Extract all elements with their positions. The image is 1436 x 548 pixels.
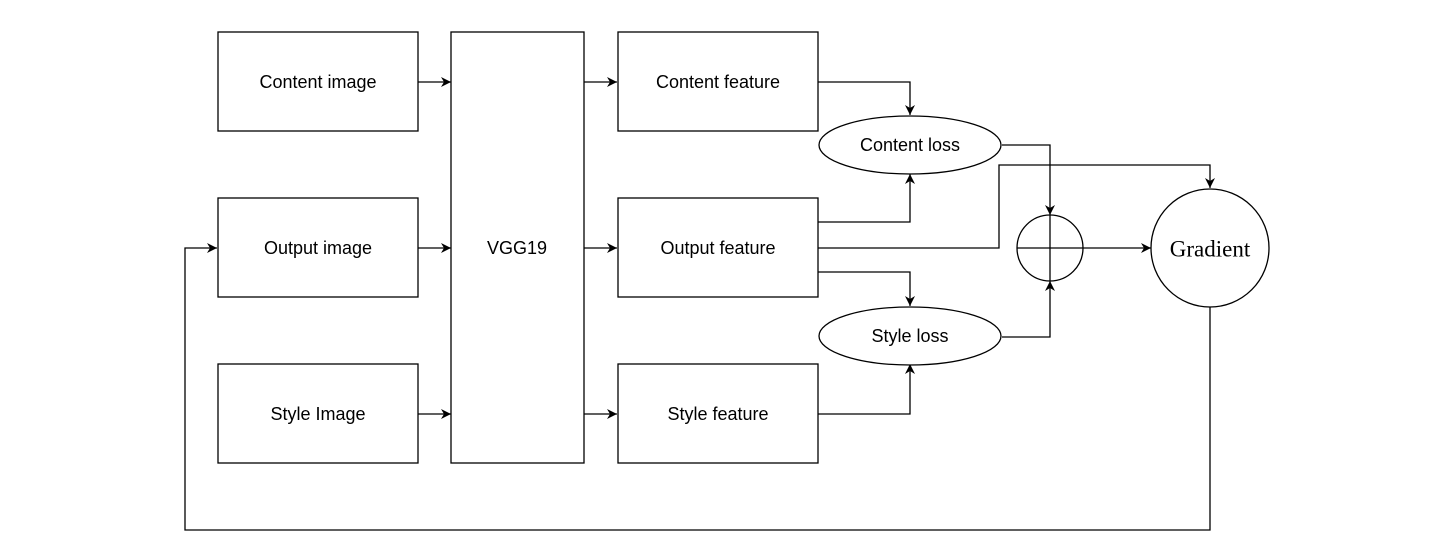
edge-style-loss-to-sum — [1002, 281, 1055, 338]
edge-style-feature-to-style-loss — [818, 364, 915, 415]
edge-output-feature-to-gradient — [818, 164, 1215, 249]
output-image-label: Output image — [264, 238, 372, 258]
gradient-label: Gradient — [1170, 237, 1251, 262]
edge-output-feature-to-style-loss — [818, 271, 915, 306]
node-output-feature: Output feature — [617, 197, 819, 298]
edges — [184, 77, 1215, 531]
node-content-loss: Content loss — [818, 115, 1002, 175]
style-feature-label: Style feature — [667, 404, 768, 424]
content-loss-label: Content loss — [860, 135, 960, 155]
content-image-label: Content image — [259, 72, 376, 92]
node-vgg19: VGG19 — [450, 31, 585, 464]
node-style-feature: Style feature — [617, 363, 819, 464]
edge-gradient-feedback-to-output-image — [184, 243, 1211, 531]
node-style-image: Style Image — [217, 363, 419, 464]
vgg19-label: VGG19 — [487, 238, 547, 258]
output-feature-label: Output feature — [660, 238, 775, 258]
style-image-label: Style Image — [270, 404, 365, 424]
sum-node — [1016, 214, 1084, 282]
edge-content-loss-to-sum — [1002, 144, 1055, 215]
node-style-loss: Style loss — [818, 306, 1002, 366]
node-gradient: Gradient — [1150, 188, 1270, 308]
content-feature-label: Content feature — [656, 72, 780, 92]
edge-output-feature-to-content-loss — [818, 174, 915, 223]
style-loss-label: Style loss — [871, 326, 948, 346]
node-output-image: Output image — [217, 197, 419, 298]
node-content-feature: Content feature — [617, 31, 819, 132]
node-content-image: Content image — [217, 31, 419, 132]
edge-content-feature-to-content-loss — [818, 81, 915, 115]
